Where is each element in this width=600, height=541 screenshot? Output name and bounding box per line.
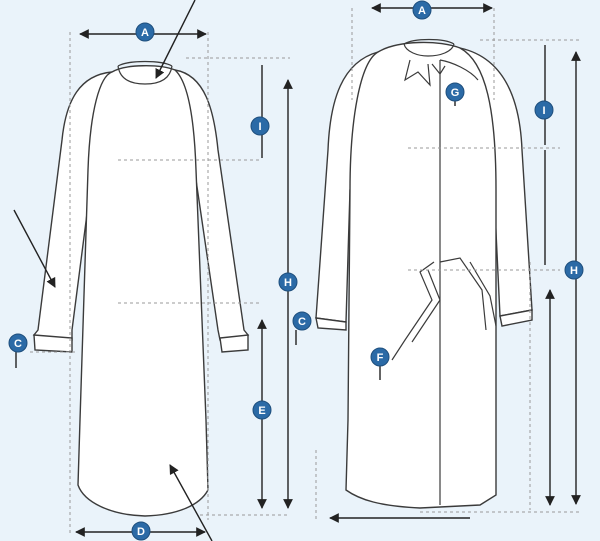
badge-back-f: F <box>370 347 390 367</box>
front-hem-pointer <box>169 464 213 541</box>
front-collar <box>117 65 173 85</box>
back-gown <box>315 38 533 509</box>
badge-front-e: E <box>252 400 272 420</box>
back-right-cuff <box>499 309 533 327</box>
svg-text:I: I <box>258 121 261 133</box>
svg-text:H: H <box>284 277 292 289</box>
badge-back-a: A <box>412 0 432 20</box>
back-guides <box>315 8 582 520</box>
front-collar-pointer <box>155 0 196 79</box>
badge-front-i: I <box>250 116 270 136</box>
back-left-cuff <box>315 317 347 331</box>
back-collar <box>403 43 455 57</box>
badge-back-i: I <box>534 100 554 120</box>
badge-front-c: C <box>8 333 28 353</box>
badge-front-h: H <box>278 272 298 292</box>
svg-text:H: H <box>570 265 578 277</box>
svg-text:E: E <box>258 405 265 417</box>
badge-front-d: D <box>131 521 151 541</box>
svg-text:I: I <box>542 105 545 117</box>
front-right-cuff <box>219 334 249 353</box>
badge-front-a: A <box>135 22 155 42</box>
svg-text:F: F <box>377 352 384 364</box>
svg-text:G: G <box>451 87 460 99</box>
back-neck-ties <box>404 59 446 87</box>
badge-back-c: C <box>292 311 312 331</box>
svg-text:A: A <box>418 5 426 17</box>
badge-back-h: H <box>564 260 584 280</box>
front-left-cuff <box>33 334 73 353</box>
front-sleeve-pointer <box>13 209 56 288</box>
front-body <box>77 65 209 517</box>
svg-text:D: D <box>137 526 145 538</box>
svg-text:A: A <box>141 27 149 39</box>
badge-back-g: G <box>445 82 465 102</box>
front-guides <box>30 32 290 535</box>
back-waist-ties <box>391 257 487 361</box>
svg-text:C: C <box>298 316 306 328</box>
svg-text:C: C <box>14 338 22 350</box>
front-gown <box>32 60 250 517</box>
